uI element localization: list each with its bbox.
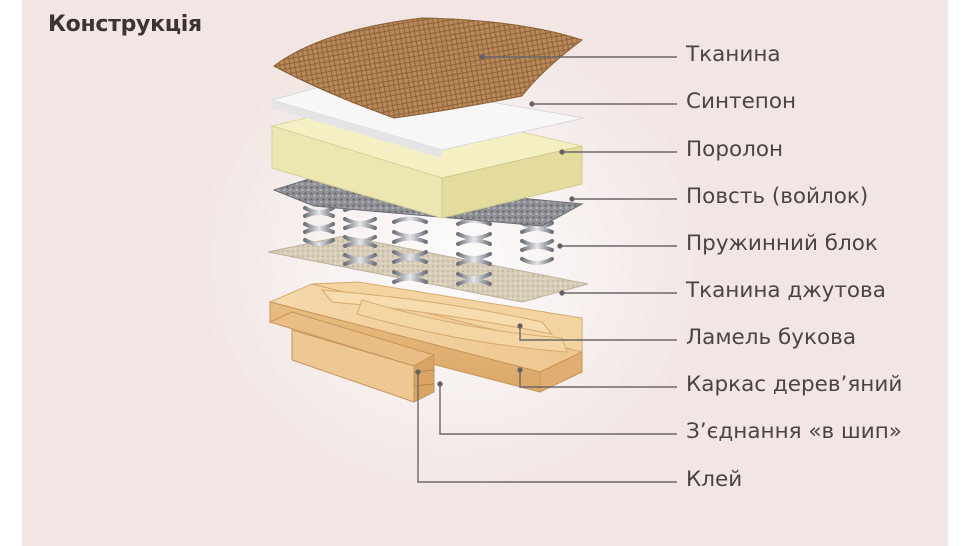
- leader-dot-7: [517, 323, 523, 329]
- component-label-9: З’єднання «в шип»: [686, 419, 902, 444]
- component-label-10: Клей: [686, 467, 743, 492]
- wooden-frame: [268, 281, 584, 403]
- leader-dot-6: [559, 290, 565, 296]
- leader-dot-8: [517, 367, 523, 373]
- component-label-5: Пружинний блок: [686, 231, 878, 256]
- leader-dot-5: [557, 243, 563, 249]
- fabric-layer: [273, 17, 584, 119]
- jute-layer: [267, 235, 589, 303]
- component-label-8: Каркас дерев’яний: [686, 372, 903, 397]
- component-label-7: Ламель букова: [686, 325, 857, 350]
- leader-lines: [415, 54, 677, 483]
- component-label-6: Тканина джутова: [686, 278, 886, 303]
- component-label-3: Поролон: [686, 137, 784, 162]
- leader-dot-4: [569, 196, 575, 202]
- page-title: Конструкція: [48, 12, 202, 37]
- component-label-2: Синтепон: [686, 89, 797, 114]
- leader-dot-3: [559, 149, 565, 155]
- leader-dot-10: [415, 369, 421, 375]
- leader-line-8: [519, 370, 677, 388]
- leader-line-7: [519, 326, 677, 341]
- mattress-illustration: [267, 17, 677, 483]
- component-label-4: Повсть (войлок): [686, 184, 869, 209]
- spring-block: [303, 195, 554, 286]
- leader-dot-2: [529, 101, 535, 107]
- leader-dot-1: [479, 54, 485, 60]
- leader-dot-9: [437, 381, 443, 387]
- leader-line-10: [417, 372, 677, 483]
- leader-line-9: [439, 384, 677, 435]
- component-label-1: Тканина: [686, 42, 781, 67]
